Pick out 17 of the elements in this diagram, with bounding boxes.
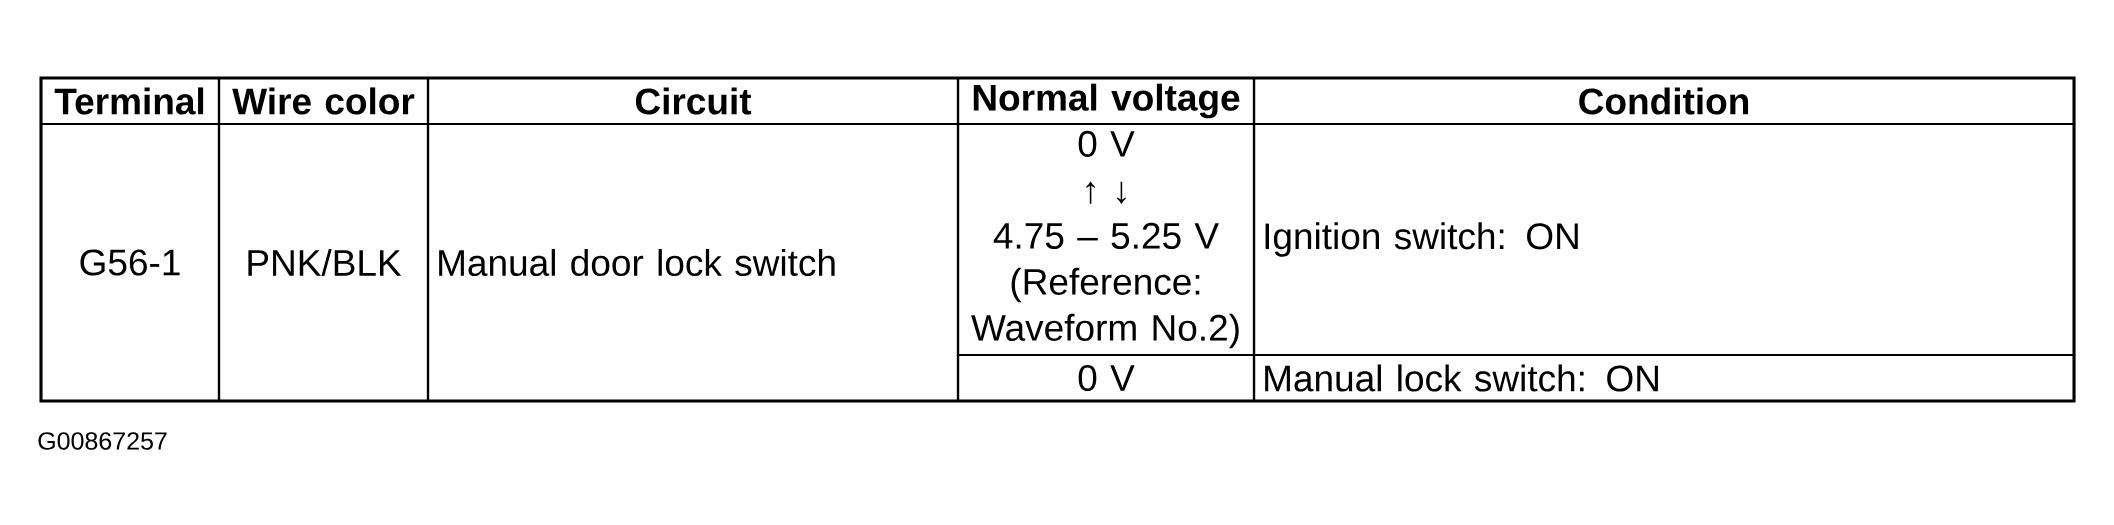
figure-number: G00867257: [38, 432, 167, 450]
label: (Reference: Waveform No.2): [971, 267, 1239, 349]
label: Circuit: [635, 87, 752, 115]
table-cell: Manual door lock switch: [426, 122, 960, 403]
table-cell: 0 V: [956, 353, 1256, 403]
header-cell: Normal voltage: [956, 76, 1256, 126]
table-cell: Ignition switch: ON: [1252, 122, 2076, 357]
label: 4.75 – 5.25 V: [993, 222, 1219, 249]
table-cell: 0 V ↑ ↓ 4.75 – 5.25 V (Reference: Waveform No.2): [956, 122, 1256, 357]
header-cell: Wire color: [217, 76, 430, 126]
table-cell: G56-1: [39, 122, 221, 403]
label: ↑ ↓: [1086, 181, 1126, 204]
label: Terminal: [54, 87, 204, 115]
table-cell: PNK/BLK: [217, 122, 430, 403]
table-cell: Manual lock switch: ON: [1252, 353, 2076, 403]
label: 0 V: [1078, 130, 1135, 157]
label: Condition: [1579, 87, 1749, 115]
